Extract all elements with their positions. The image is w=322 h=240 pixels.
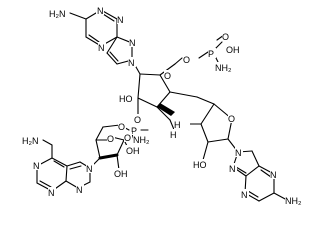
label-o-mid-1: O <box>134 115 141 125</box>
label-n-top-5: N <box>128 58 135 68</box>
label-ho-right: HO <box>193 160 207 170</box>
label-n-top-2: N <box>117 15 124 25</box>
label-ho-upper: HO <box>119 94 133 104</box>
label-o-phos-top: O <box>183 55 190 65</box>
label-n-top-3: N <box>98 43 105 53</box>
label-o-ring-upper: O <box>164 71 171 81</box>
adenine-left <box>36 139 91 192</box>
label-oh-left-1: OH <box>126 146 140 156</box>
label-h-right: H <box>174 120 181 130</box>
label-n-top-4: N <box>129 38 136 48</box>
label-o-phos-dbl: O <box>222 32 229 42</box>
structure-diagram: H₂N N N N N N O HO O P O OH NH₂ O P O O <box>22 5 305 206</box>
label-o-ring-left: O <box>107 134 114 144</box>
label-n-left-1: N <box>86 164 93 174</box>
label-n-left-4: N <box>48 188 55 198</box>
label-oh-phos-top: OH <box>226 45 240 55</box>
label-nh2-mid: NH₂ <box>133 135 150 145</box>
label-o-mid-3: O <box>124 133 131 143</box>
label-h-mid: H <box>170 130 177 140</box>
label-o-ring-right: O <box>228 114 235 124</box>
label-nh2-left: H₂N <box>22 136 39 146</box>
label-n-left-2: N <box>76 185 83 195</box>
label-n-top-1: N <box>97 6 104 16</box>
label-nh2-phos-top: NH₂ <box>215 63 232 73</box>
label-n-right-4: N <box>270 170 277 180</box>
label-n-left-3: N <box>33 161 40 171</box>
label-n-right-3: N <box>241 190 248 200</box>
label-o-mid-2: O <box>118 122 125 132</box>
label-oh-left-2: OH <box>114 169 128 179</box>
label-nh2-right: NH₂ <box>285 196 302 206</box>
label-p-mid: P <box>131 126 137 136</box>
label-n-right-2: N <box>229 164 236 174</box>
atom-labels: H₂N N N N N N O HO O P O OH NH₂ O P O O <box>22 5 305 206</box>
ribose-upper <box>137 34 225 133</box>
label-p-top: P <box>208 49 214 59</box>
label-n-right-1: N <box>235 148 242 158</box>
molecule-canvas: H₂N N N N N N O HO O P O OH NH₂ O P O O <box>22 5 305 206</box>
label-nh2-top: H₂N <box>49 9 66 19</box>
